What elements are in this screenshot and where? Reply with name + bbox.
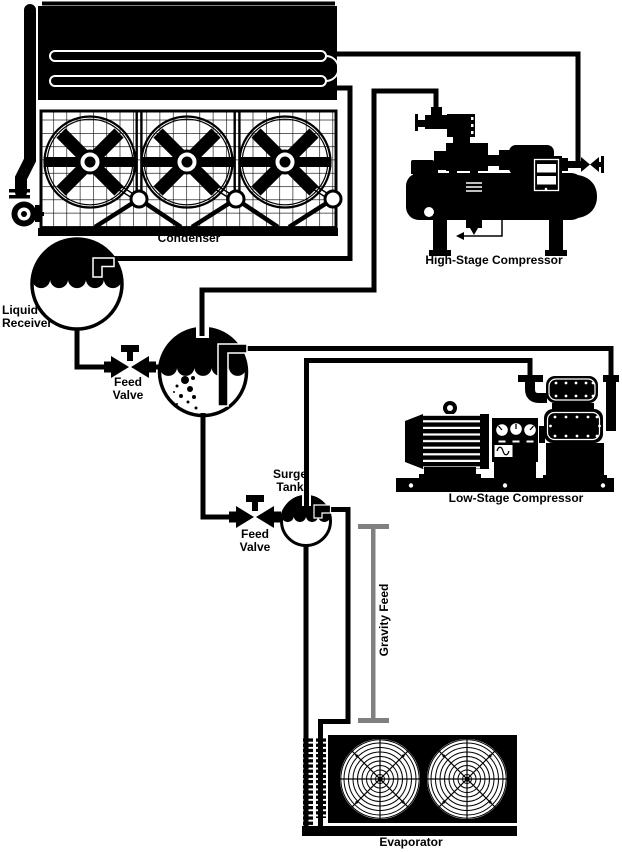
- feed-valve-lower-label: Feed Valve: [239, 527, 271, 554]
- intercooler-dip-tube: [217, 343, 248, 407]
- pipe-intercooler-outlet: [200, 413, 231, 520]
- oil-filter: [466, 179, 482, 235]
- condenser-fan-1: [43, 115, 149, 209]
- pipe-lowstage-to-intercooler: [244, 346, 614, 377]
- motor: [405, 401, 489, 480]
- feed-valve-upper-label: Feed Valve: [112, 375, 144, 402]
- evaporator-fan-1: [340, 739, 420, 819]
- feed-valve-lower-symbol: [229, 495, 281, 528]
- gravity-feed-dimension-line: [358, 524, 389, 723]
- pipe-surgetank-to-lowstage: [304, 358, 533, 507]
- high-stage-compressor-graphic: [406, 107, 604, 256]
- condenser-coil: [49, 50, 340, 87]
- discharge-valve-icon: [562, 156, 604, 173]
- fan-mount-ring: [323, 189, 343, 209]
- condenser-standpipe: [9, 4, 44, 227]
- evaporator-label: Evaporator: [379, 835, 443, 849]
- pipe-discharge-to-condenser: [335, 51, 581, 162]
- control-panel: [531, 156, 562, 194]
- condenser-graphic: [9, 1, 343, 236]
- compressor-block: [539, 376, 607, 480]
- grille-dividers: [135, 112, 241, 192]
- evaporator-fan-2: [427, 739, 507, 819]
- pipe-condenser-to-receiver: [112, 85, 353, 261]
- surge-tank-label: Surge Tank: [272, 467, 308, 494]
- sight-glass-icon: [421, 204, 437, 220]
- condenser-fan-2: [140, 115, 246, 209]
- gravity-feed-label: Gravity Feed: [376, 583, 391, 657]
- receiver-inlet-elbow: [92, 257, 115, 278]
- compressor-piping: [518, 375, 619, 431]
- low-stage-compressor-label: Low-Stage Compressor: [448, 491, 584, 505]
- intercooler-bubbles: [173, 371, 198, 410]
- fan-mount-ring: [226, 189, 246, 209]
- fan-mount-ring: [129, 189, 149, 209]
- gauge-panel: [492, 418, 538, 479]
- pipe-receiver-outlet: [74, 327, 107, 370]
- surge-tank-elbow: [313, 504, 332, 519]
- feed-valve-upper-symbol: [104, 345, 156, 378]
- condenser-fan-3: [238, 115, 343, 209]
- high-stage-compressor-label: High-Stage Compressor: [425, 253, 563, 267]
- liquid-receiver-label: Liquid Receiver: [2, 303, 53, 330]
- intercooler-graphic: [157, 326, 249, 418]
- low-stage-compressor-graphic: [396, 375, 619, 492]
- evaporator-graphic: [302, 735, 517, 836]
- condenser-label: Condenser: [157, 231, 221, 245]
- suction-valve-icon: [415, 107, 449, 131]
- pipe-evaporator-return: [318, 507, 351, 827]
- piping: [74, 51, 614, 827]
- pipe-intercooler-to-highstage-suction: [199, 88, 439, 336]
